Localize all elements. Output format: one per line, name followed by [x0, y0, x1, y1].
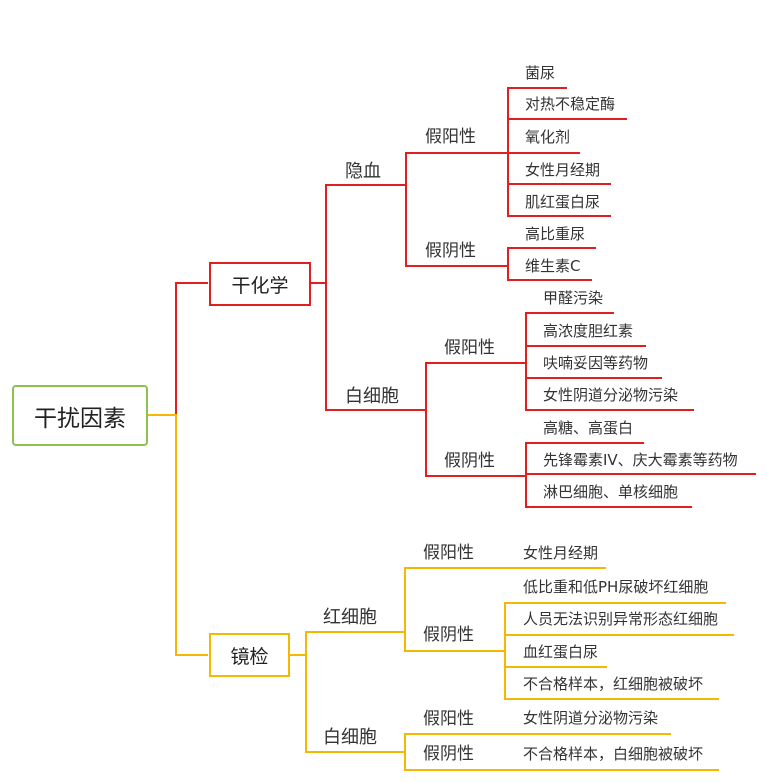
- node-rbc-false-positive[interactable]: 假阳性: [423, 543, 474, 563]
- leaf-item[interactable]: 女性阴道分泌物污染: [543, 386, 679, 404]
- leaf-item[interactable]: 对热不稳定酶: [525, 95, 616, 113]
- leaf-item[interactable]: 人员无法识别异常形态红细胞: [523, 610, 719, 628]
- leaf-item[interactable]: 氧化剂: [525, 128, 571, 146]
- node-occult-blood[interactable]: 隐血: [345, 161, 381, 182]
- root-node[interactable]: 干扰因素: [12, 385, 148, 446]
- leaf-item[interactable]: 血红蛋白尿: [523, 643, 599, 661]
- node-occult-blood-false-negative[interactable]: 假阴性: [425, 241, 476, 261]
- leaf-item[interactable]: 先锋霉素IV、庆大霉素等药物: [543, 451, 738, 469]
- leaf-item[interactable]: 女性阴道分泌物污染: [523, 709, 659, 727]
- node-microscopy-wbc[interactable]: 白细胞: [323, 727, 377, 748]
- leaf-item[interactable]: 女性月经期: [523, 544, 599, 562]
- node-dry-chemistry[interactable]: 干化学: [209, 262, 311, 306]
- node-microscopy-wbc-false-positive[interactable]: 假阳性: [423, 709, 474, 729]
- leaf-item[interactable]: 维生素C: [525, 257, 581, 275]
- node-dry-chem-wbc-false-negative[interactable]: 假阴性: [444, 451, 495, 471]
- leaf-item[interactable]: 呋喃妥因等药物: [543, 354, 649, 372]
- leaf-item[interactable]: 不合格样本，红细胞被破坏: [523, 675, 704, 693]
- leaf-item[interactable]: 不合格样本，白细胞被破坏: [523, 745, 704, 763]
- leaf-item[interactable]: 菌尿: [525, 64, 556, 82]
- leaf-item[interactable]: 淋巴细胞、单核细胞: [543, 483, 679, 501]
- node-microscopy[interactable]: 镜检: [209, 633, 290, 677]
- node-microscopy-wbc-false-negative[interactable]: 假阴性: [423, 744, 474, 764]
- leaf-item[interactable]: 女性月经期: [525, 161, 601, 179]
- leaf-item[interactable]: 甲醛污染: [543, 289, 604, 307]
- node-occult-blood-false-positive[interactable]: 假阳性: [425, 127, 476, 147]
- node-dry-chem-wbc-false-positive[interactable]: 假阳性: [444, 338, 495, 358]
- leaf-item[interactable]: 肌红蛋白尿: [525, 193, 601, 211]
- node-rbc[interactable]: 红细胞: [323, 607, 377, 628]
- leaf-item[interactable]: 低比重和低PH尿破坏红细胞: [523, 578, 709, 596]
- leaf-item[interactable]: 高比重尿: [525, 225, 586, 243]
- node-dry-chem-wbc[interactable]: 白细胞: [345, 386, 399, 407]
- leaf-item[interactable]: 高糖、高蛋白: [543, 419, 634, 437]
- node-rbc-false-negative[interactable]: 假阴性: [423, 625, 474, 645]
- leaf-item[interactable]: 高浓度胆红素: [543, 322, 634, 340]
